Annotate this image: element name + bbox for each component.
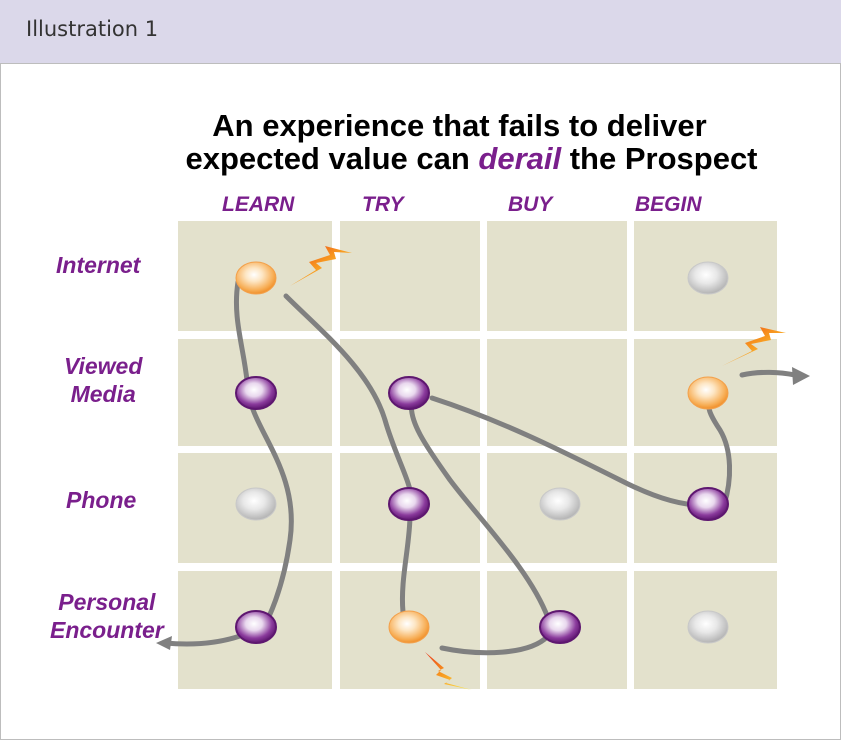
journey-nodes [235,261,729,644]
title-text-post: the Prospect [561,141,758,176]
path-media-to-begin [429,395,703,508]
row-label-line1: Phone [66,487,137,513]
node-purple-personal-encounter-learn [235,610,277,644]
node-gray-personal-encounter-begin [687,610,729,644]
row-label-line2: Media [70,381,136,407]
diagram-title-line1: An experience that fails to deliver [212,108,707,143]
node-gray-phone-buy [539,487,581,521]
column-header-buy: BUY [508,193,553,216]
grid-cell-internet-try [340,221,480,331]
row-header-phone: Phone [66,486,136,514]
illustration-header: Illustration 1 [0,0,841,64]
column-header-learn: LEARN [222,193,295,216]
row-label-line1: Internet [56,252,141,278]
diagram-title-line2: expected value can derail the Prospect [50,143,843,175]
path-begin-exit [739,369,798,378]
path-begin-up [706,402,733,508]
path-buy-up [408,399,551,621]
node-orange-viewed-media-begin [687,376,729,410]
title-emphasis-derail: derail [478,141,562,176]
node-purple-viewed-media-learn [235,376,277,410]
grid-cell-viewed-media-buy [487,339,627,446]
lightning-bolts [290,246,786,690]
node-purple-phone-begin [687,487,729,521]
title-text-pre: expected value can [185,141,479,176]
path-left-exit [162,633,243,647]
lightning-bolt-icon [722,327,786,366]
node-gray-phone-learn [235,487,277,521]
node-orange-internet-learn [235,261,277,295]
path-try-to-personal [399,512,413,615]
row-label-line2: Encounter [50,617,164,643]
arrowhead-right [792,367,810,385]
row-label-line1: Viewed [64,353,143,379]
path-left-loop [233,279,294,633]
node-orange-personal-encounter-try [388,610,430,644]
node-gray-internet-begin [687,261,729,295]
illustration-label: Illustration 1 [26,17,159,41]
node-purple-viewed-media-try [388,376,430,410]
row-header-internet: Internet [56,251,140,279]
column-header-try: TRY [362,193,404,216]
node-purple-phone-try [388,487,430,521]
column-header-begin: BEGIN [635,193,702,216]
node-purple-personal-encounter-buy [539,610,581,644]
path-orange-to-buy [439,633,551,656]
row-label-line1: Personal [58,589,156,615]
grid-cell-internet-buy [487,221,627,331]
arrowhead-left [156,636,172,650]
journey-paths [162,279,798,656]
path-internet-to-try [283,293,415,503]
